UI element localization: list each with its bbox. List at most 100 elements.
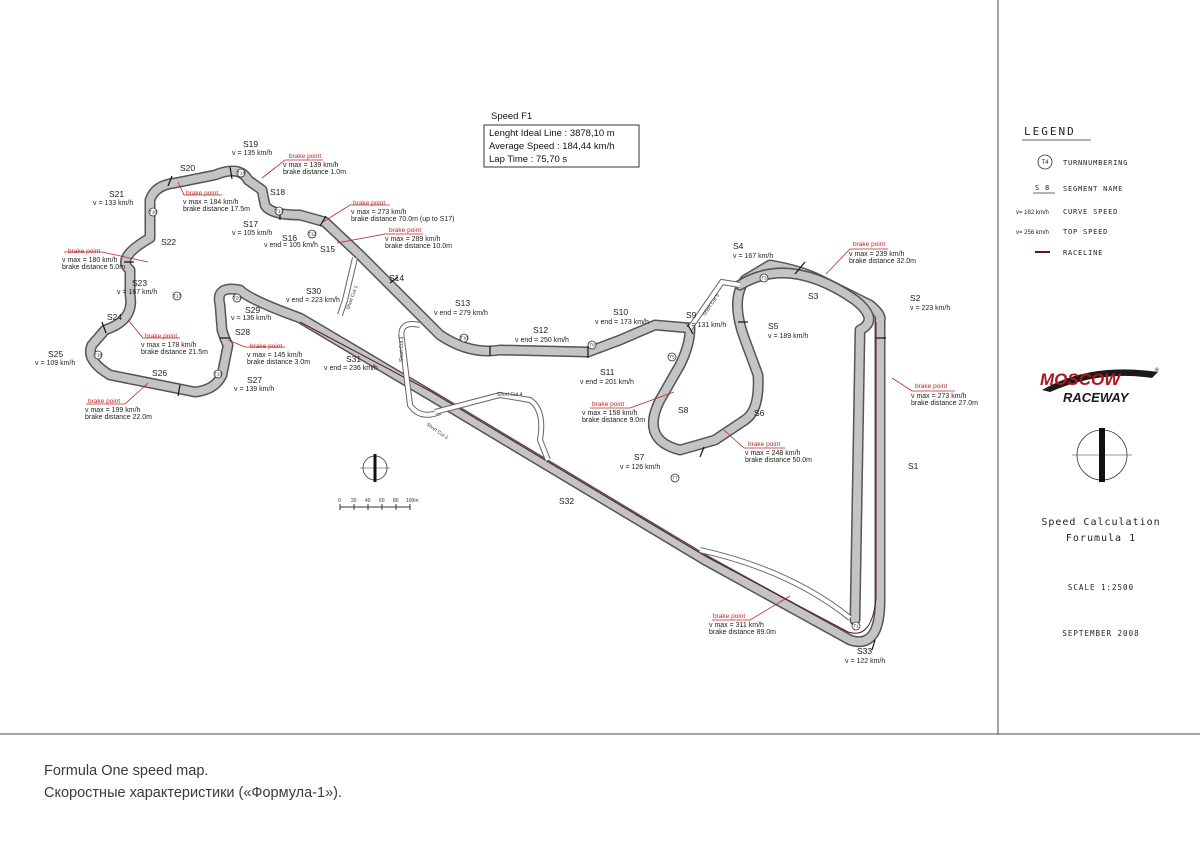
brake-point-s20: brake point v max = 184 km/h brake dista… (177, 181, 250, 213)
svg-text:brake point: brake point (353, 200, 385, 207)
brake-point-s3: brake point v max = 239 km/h brake dista… (825, 241, 916, 275)
speed-label-s10: v end = 173 km/h (595, 319, 649, 326)
svg-text:brake distance 50.0m: brake distance 50.0m (745, 457, 812, 464)
svg-text:80: 80 (393, 498, 399, 504)
short-cut-labels: Short Cut 1 Short Cut 2 Short Cut 3 Shor… (345, 285, 721, 442)
svg-text:v max = 273 km/h: v max = 273 km/h (911, 393, 967, 400)
speed-label-s31: v end = 236 km/h (324, 365, 378, 372)
segment-label-s21: S21 (109, 189, 124, 199)
svg-text:brake distance 27.0m: brake distance 27.0m (911, 400, 978, 407)
speed-label-s5: v = 189 km/h (768, 333, 808, 340)
segment-label-s6: S6 (754, 408, 765, 418)
title-block: Speed Calculation Forumula 1 SCALE 1:250… (1041, 517, 1159, 638)
svg-text:TOP SPEED: TOP SPEED (1063, 228, 1108, 236)
svg-text:brake point: brake point (592, 401, 624, 408)
turn-label-t17: T17 (173, 294, 181, 299)
speed-label-s30: v end = 223 km/h (286, 297, 340, 304)
turn-marker-t20 (232, 293, 242, 303)
svg-text:brake distance 5.0m: brake distance 5.0m (62, 264, 125, 271)
speed-label-s12: v end = 250 km/h (515, 337, 569, 344)
speed-label-s4: v = 167 km/h (733, 253, 773, 260)
svg-text:brake point: brake point (853, 241, 885, 248)
turn-label-t10: T10 (460, 336, 468, 341)
segment-label-s30: S30 (306, 286, 321, 296)
brake-point-s24: brake point v max = 178 km/h brake dista… (127, 319, 208, 356)
short-cut-4-label: Short Cut 4 (497, 392, 523, 398)
svg-text:SEGMENT NAME: SEGMENT NAME (1063, 185, 1123, 193)
svg-text:v max = 248 km/h: v max = 248 km/h (745, 450, 801, 457)
svg-text:v= 256 km/h: v= 256 km/h (1016, 230, 1049, 236)
turn-label-t12: T12 (308, 232, 316, 237)
svg-text:20: 20 (351, 498, 357, 504)
svg-text:CURVE SPEED: CURVE SPEED (1063, 208, 1118, 216)
svg-text:brake point: brake point (145, 333, 177, 340)
speed-label-s1: v = 122 km/h (845, 658, 885, 665)
speed-labels: v = 122 km/h v = 223 km/h v = 167 km/h v… (35, 150, 950, 665)
segment-label-s33: S33 (857, 646, 872, 656)
speed-label-s21: v = 133 km/h (93, 200, 133, 207)
svg-text:brake distance 1.0m: brake distance 1.0m (283, 169, 346, 176)
segment-label-s22: S22 (161, 237, 176, 247)
legend-item-top-speed: v= 256 km/h TOP SPEED (1016, 228, 1108, 236)
svg-text:S 8: S 8 (1035, 184, 1050, 192)
sheet-date: SEPTEMBER 2008 (1062, 629, 1139, 638)
turn-marker-t14 (236, 168, 246, 178)
legend-item-raceline: RACELINE (1035, 249, 1102, 257)
brake-point-s17: brake point v max = 273 km/h brake dista… (322, 200, 455, 223)
svg-text:v max = 199 km/h: v max = 199 km/h (85, 407, 141, 414)
speed-label-s27: v = 139 km/h (234, 386, 274, 393)
segment-label-s15: S15 (320, 244, 335, 254)
turn-marker-t3 (759, 273, 769, 283)
svg-text:brake point: brake point (289, 153, 321, 160)
info-avg-speed: Average Speed : 184,44 km/h (489, 141, 615, 152)
turn-label-t20: T20 (233, 296, 241, 301)
segment-label-s8: S8 (678, 405, 689, 415)
brake-point-s32: brake point v max = 311 km/h brake dista… (709, 595, 791, 636)
info-lap-time: Lap Time : 75,70 s (489, 154, 567, 165)
caption-english: Formula One speed map. (44, 763, 209, 779)
brake-point-s6: brake point v max = 248 km/h brake dista… (723, 429, 812, 464)
svg-text:v max = 139 km/h: v max = 139 km/h (283, 162, 339, 169)
brake-point-s26: brake point v max = 199 km/h brake dista… (85, 382, 152, 421)
turn-label-t9: T9 (589, 343, 595, 348)
svg-text:brake point: brake point (389, 227, 421, 234)
speed-label-s29: v = 136 km/h (231, 315, 271, 322)
svg-text:brake distance 17.5m: brake distance 17.5m (183, 206, 250, 213)
svg-text:v max = 158 km/h: v max = 158 km/h (582, 410, 638, 417)
speed-label-s13: v end = 279 km/h (434, 310, 488, 317)
logo-line1: MOSCOW (1040, 370, 1122, 389)
svg-text:T4: T4 (1041, 160, 1049, 166)
info-length: Lenght Ideal Line : 3878,10 m (489, 128, 615, 139)
turn-label-t18: T18 (94, 353, 102, 358)
turn-marker-t19 (213, 369, 223, 379)
brake-point-s1: brake point v max = 273 km/h brake dista… (891, 377, 978, 407)
segment-label-s4: S4 (733, 241, 744, 251)
turn-marker-t12 (307, 229, 317, 239)
segment-ticks (101, 166, 886, 651)
svg-text:brake distance 70.0m (up to S1: brake distance 70.0m (up to S17) (351, 216, 455, 223)
brake-points: brake point v max = 239 km/h brake dista… (62, 153, 978, 636)
segment-label-s1: S1 (908, 461, 919, 471)
segment-label-s14: S14 (389, 273, 404, 283)
segment-label-s10: S10 (613, 307, 628, 317)
segment-label-s23: S23 (132, 278, 147, 288)
turn-label-t19: T19 (214, 372, 222, 377)
segment-label-s24: S24 (107, 312, 122, 322)
sheet-scale: SCALE 1:2500 (1068, 583, 1134, 592)
segment-label-s12: S12 (533, 325, 548, 335)
turn-marker-t18 (93, 350, 103, 360)
svg-text:v max = 289 km/h: v max = 289 km/h (385, 236, 441, 243)
svg-text:brake point: brake point (186, 190, 218, 197)
caption-russian: Скоростные характеристики («Формула-1»). (44, 785, 342, 801)
segment-label-s13: S13 (455, 298, 470, 308)
sheet-title-line2: Forumula 1 (1066, 533, 1136, 544)
svg-text:v max = 273 km/h: v max = 273 km/h (351, 209, 407, 216)
segment-label-s17: S17 (243, 219, 258, 229)
svg-text:v max = 180 km/h: v max = 180 km/h (62, 257, 118, 264)
svg-text:0: 0 (338, 498, 341, 504)
svg-text:brake point: brake point (68, 248, 100, 255)
turn-marker-t13 (274, 206, 284, 216)
turn-label-t5: T5 (669, 355, 675, 360)
segment-label-s31: S31 (346, 354, 361, 364)
short-cut-2-label: Short Cut 2 (425, 422, 449, 442)
